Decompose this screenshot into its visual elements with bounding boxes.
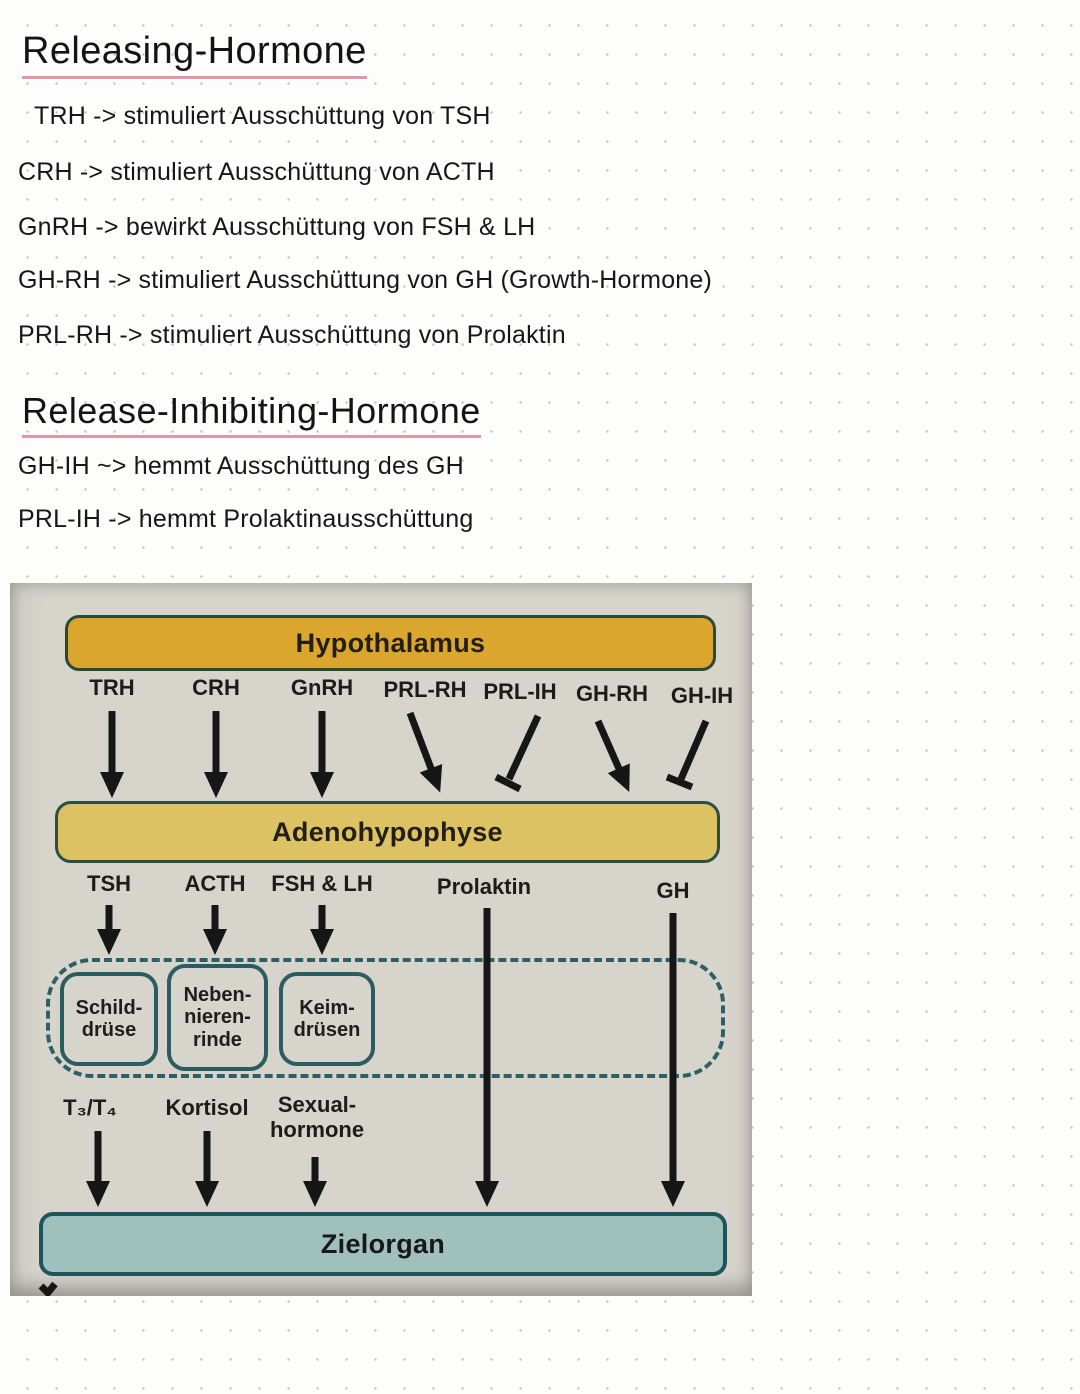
note-line-prlrh: PRL-RH -> stimuliert Ausschüttung von Pr… <box>18 321 566 349</box>
label-gh-rh: GH-RH <box>575 681 649 706</box>
label-gnrh: GnRH <box>290 675 354 700</box>
gland-keimdruesen: Keim- drüsen <box>279 972 375 1066</box>
inhibit-gh-ih <box>677 719 710 781</box>
note-line-gnrh: GnRH -> bewirkt Ausschüttung von FSH & L… <box>18 213 536 241</box>
stray-pen-mark <box>38 1281 58 1296</box>
label-acth: ACTH <box>184 871 246 896</box>
label-kortisol: Kortisol <box>165 1095 249 1120</box>
label-prl-rh: PRL-RH <box>383 677 467 702</box>
heading-release-inhibiting-hormone: Release-Inhibiting-Hormone <box>22 390 481 438</box>
inhibit-prl-ih <box>505 714 542 781</box>
label-gh: GH <box>656 878 690 903</box>
note-line-trh: TRH -> stimuliert Ausschüttung von TSH <box>34 102 491 130</box>
note-line-crh: CRH -> stimuliert Ausschüttung von ACTH <box>18 158 495 186</box>
heading-releasing-hormone: Releasing-Hormone <box>22 30 367 79</box>
label-crh: CRH <box>192 675 240 700</box>
arrow-prl-rh <box>406 711 443 793</box>
label-gh-ih: GH-IH <box>670 683 734 708</box>
zielorgan-box: Zielorgan <box>39 1212 727 1276</box>
adenohypophyse-box: Adenohypophyse <box>55 801 720 863</box>
note-line-ghrh: GH-RH -> stimuliert Ausschüttung von GH … <box>18 266 713 294</box>
glands-group-dashed-box <box>46 958 725 1078</box>
note-line-prlih: PRL-IH -> hemmt Prolaktinausschüttung <box>18 505 474 533</box>
hormone-axis-diagram-photo: Hypothalamus TRH CRH GnRH PRL-RH PRL-IH … <box>10 583 752 1296</box>
gland-schilddruese: Schild- drüse <box>60 972 158 1066</box>
label-trh: TRH <box>89 675 135 700</box>
inhibit-gh-ih-bar <box>665 773 694 791</box>
arrow-gh-rh <box>594 719 630 793</box>
label-tsh: TSH <box>87 871 131 896</box>
inhibit-prl-ih-bar <box>494 773 522 793</box>
note-line-ghih: GH-IH ~> hemmt Ausschüttung des GH <box>18 452 464 480</box>
label-t3-t4: T₃/T₄ <box>63 1095 117 1120</box>
hypothalamus-box: Hypothalamus <box>65 615 716 671</box>
label-sexualhormone: Sexual- hormone <box>269 1092 365 1142</box>
label-fsh-lh: FSH & LH <box>271 871 373 896</box>
gland-nebennierenrinde: Neben- nieren- rinde <box>167 964 268 1071</box>
label-prolaktin: Prolaktin <box>436 874 532 899</box>
label-prl-ih: PRL-IH <box>483 679 557 704</box>
